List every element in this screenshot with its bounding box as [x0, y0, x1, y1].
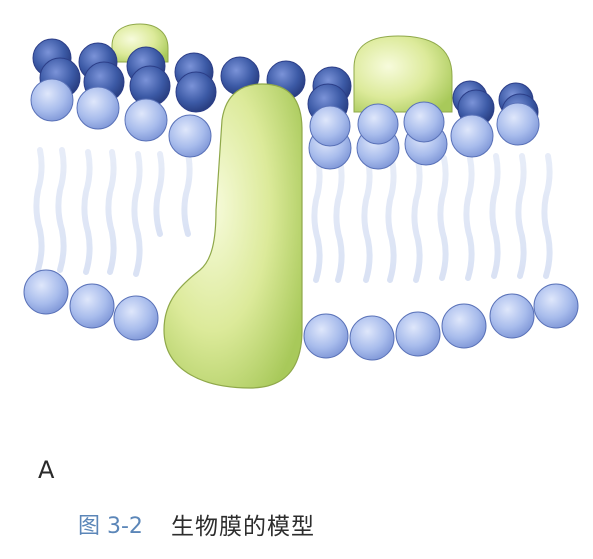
upper-leaflet-front-heads — [30, 78, 540, 170]
membrane-diagram — [23, 23, 579, 389]
lipid-tails-region — [33, 147, 553, 283]
lower-leaflet-heads — [23, 269, 579, 361]
figure-number: 图 3-2 — [78, 514, 143, 539]
peripheral-protein-right — [353, 35, 453, 113]
figure-title: 生物膜的模型 — [170, 514, 315, 540]
transmembrane-protein — [163, 83, 303, 389]
figure-caption: 图 3-2 生物膜的模型 — [78, 508, 315, 540]
panel-label: A — [38, 456, 55, 484]
